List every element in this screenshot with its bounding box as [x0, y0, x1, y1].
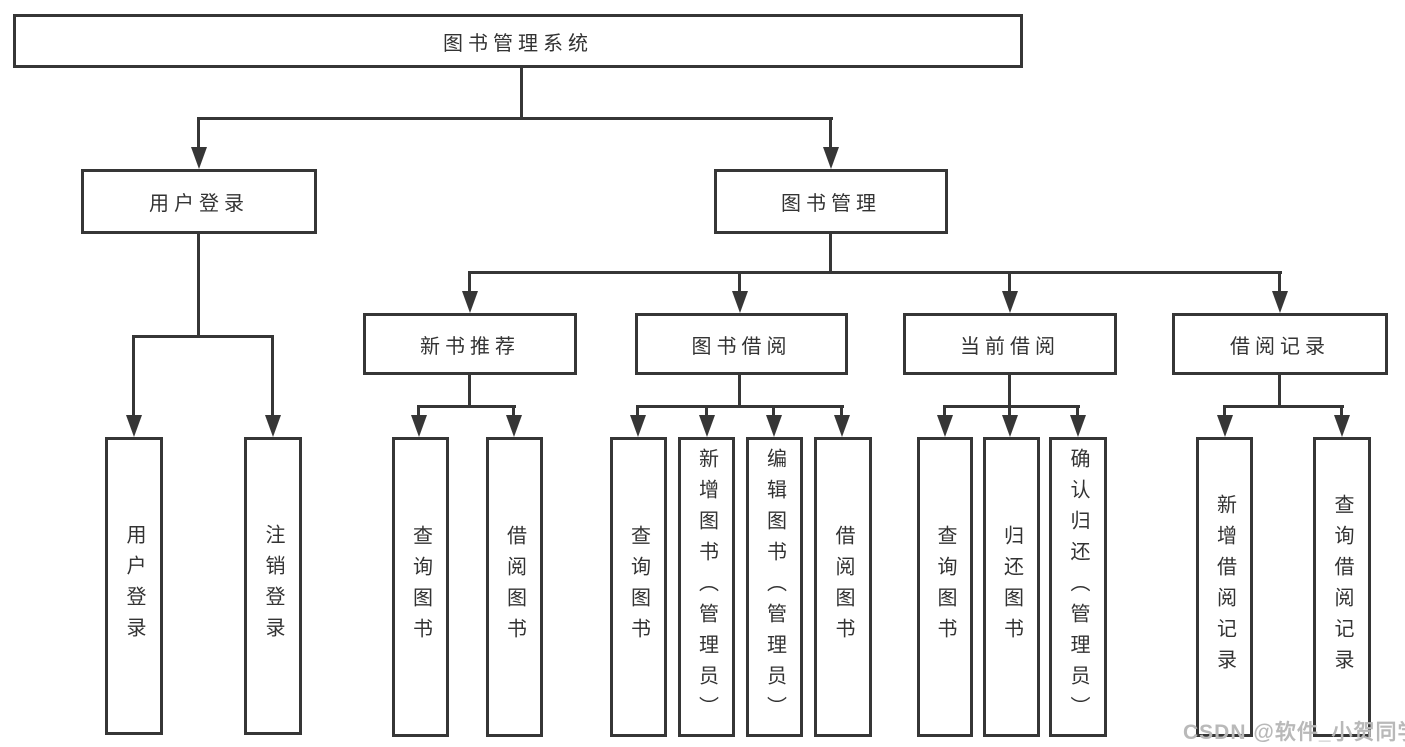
node-current-borrow: 当前借阅 [903, 313, 1117, 375]
connector-leaf-stem [132, 335, 135, 416]
arrow-down-icon [1002, 291, 1018, 313]
connector-leaf-stem [772, 405, 775, 417]
connector-group-rail [417, 405, 516, 408]
connector-user-login-rail [132, 335, 274, 338]
leaf-user-login: 用户登录 [105, 437, 163, 735]
connector-leaf-stem [1008, 271, 1011, 293]
arrow-down-icon [1334, 415, 1350, 437]
arrow-down-icon [834, 415, 850, 437]
node-book-borrow: 图书借阅 [635, 313, 848, 375]
connector-leaf-stem [1008, 405, 1011, 417]
connector-book-mgmt-stem [829, 117, 832, 149]
arrow-down-icon [1217, 415, 1233, 437]
connector-leaf-stem [943, 405, 946, 417]
connector-group-rail [1223, 405, 1344, 408]
connector-group-down [1008, 375, 1011, 407]
connector-group-rail [636, 405, 844, 408]
arrow-down-icon [1272, 291, 1288, 313]
arrow-down-icon [126, 415, 142, 437]
connector-leaf-stem [1076, 405, 1079, 417]
connector-leaf-stem [417, 405, 420, 417]
node-borrow-record: 借阅记录 [1172, 313, 1388, 375]
arrow-down-icon [411, 415, 427, 437]
arrow-down-icon [191, 147, 207, 169]
connector-leaf-stem [705, 405, 708, 417]
node-root: 图书管理系统 [13, 14, 1023, 68]
connector-leaf-stem [840, 405, 843, 417]
arrow-down-icon [766, 415, 782, 437]
connector-leaf-stem [1340, 405, 1343, 417]
leaf-confirm-return-admin: 确认归还（管理员） [1049, 437, 1107, 737]
connector-leaf-stem [636, 405, 639, 417]
connector-group-down [468, 375, 471, 407]
connector-level2-rail [197, 117, 833, 120]
connector-leaf-stem [512, 405, 515, 417]
arrow-down-icon [1070, 415, 1086, 437]
leaf-edit-books-admin: 编辑图书（管理员） [746, 437, 803, 737]
leaf-return-books: 归还图书 [983, 437, 1040, 737]
connector-leaf-stem [468, 271, 471, 293]
leaf-borrow-books: 借阅图书 [814, 437, 872, 737]
connector-root-stem [520, 66, 523, 118]
leaf-borrow-books: 借阅图书 [486, 437, 543, 737]
leaf-query-books: 查询图书 [610, 437, 667, 737]
connector-user-login-stem [197, 117, 200, 149]
connector-leaf-stem [271, 335, 274, 416]
arrow-down-icon [265, 415, 281, 437]
arrow-down-icon [462, 291, 478, 313]
connector-group-rail [943, 405, 1080, 408]
arrow-down-icon [1002, 415, 1018, 437]
arrow-down-icon [937, 415, 953, 437]
connector-user-login-down [197, 234, 200, 337]
node-new-book-recommend: 新书推荐 [363, 313, 577, 375]
leaf-add-borrow-record: 新增借阅记录 [1196, 437, 1253, 737]
connector-leaf-stem [738, 271, 741, 293]
leaf-query-borrow-record: 查询借阅记录 [1313, 437, 1371, 737]
node-book-management: 图书管理 [714, 169, 948, 234]
connector-group-down [1278, 375, 1281, 407]
arrow-down-icon [823, 147, 839, 169]
leaf-query-books: 查询图书 [392, 437, 449, 737]
connector-group-down [738, 375, 741, 407]
connector-leaf-stem [1223, 405, 1226, 417]
arrow-down-icon [506, 415, 522, 437]
csdn-watermark: CSDN @软件_小贺同学 [1183, 721, 1405, 744]
leaf-add-books-admin: 新增图书（管理员） [678, 437, 735, 737]
connector-book-mgmt-down [829, 234, 832, 274]
node-user-login: 用户登录 [81, 169, 317, 234]
connector-level3-rail [468, 271, 1282, 274]
connector-leaf-stem [1278, 271, 1281, 293]
leaf-logout: 注销登录 [244, 437, 302, 735]
arrow-down-icon [699, 415, 715, 437]
leaf-query-books: 查询图书 [917, 437, 973, 737]
arrow-down-icon [630, 415, 646, 437]
arrow-down-icon [732, 291, 748, 313]
